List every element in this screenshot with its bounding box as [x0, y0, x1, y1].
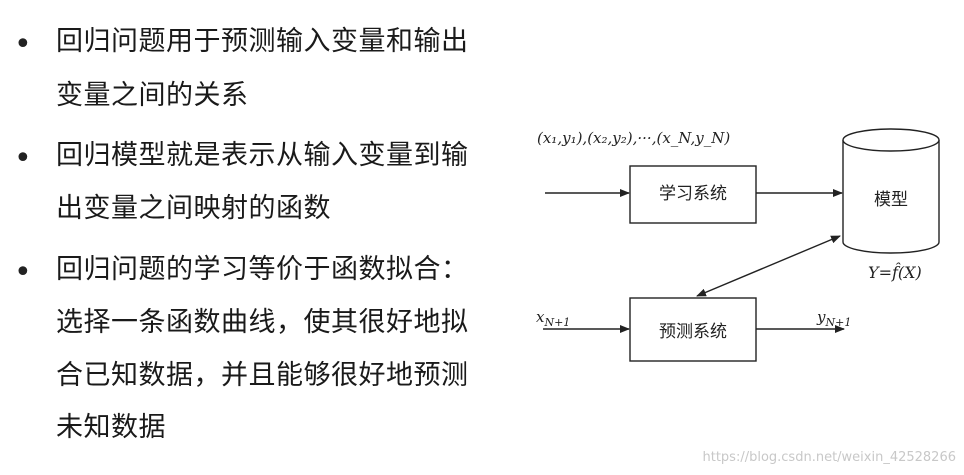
bullet-3-line-3: 合已知数据，并且能够很好地预测 [56, 360, 469, 391]
prediction-system-box [629, 297, 757, 362]
bullet-3-line-2: 选择一条函数曲线，使其很好地拟 [56, 307, 469, 338]
bullet-dot: • [14, 141, 32, 176]
model-label: 模型 [874, 190, 908, 210]
training-data-label: (x₁,y₁),(x₂,y₂),···,(x_N,y_N) [537, 129, 730, 147]
bullet-2-line-2: 出变量之间映射的函数 [56, 193, 331, 224]
bullet-1-line-2: 变量之间的关系 [56, 80, 249, 111]
learning-system-label: 学习系统 [659, 184, 727, 204]
bullet-3-line-1: 回归问题的学习等价于函数拟合： [56, 254, 469, 285]
bullet-dot: • [14, 255, 32, 290]
prediction-system-label: 预测系统 [659, 322, 727, 342]
bullet-3-line-4: 未知数据 [56, 412, 166, 443]
bullet-dot: • [14, 27, 32, 62]
input-label: xN+1 [536, 308, 570, 329]
watermark: https://blog.csdn.net/weixin_42528266 [702, 450, 956, 465]
bullet-1-line-1: 回归问题用于预测输入变量和输出 [56, 26, 469, 57]
bullet-2-line-1: 回归模型就是表示从输入变量到输 [56, 140, 469, 171]
model-prediction-arrow [696, 235, 841, 297]
model-formula: Y=f̂(X) [868, 263, 922, 282]
learning-system-box [629, 165, 757, 224]
model-cylinder [842, 128, 940, 254]
output-label: yN+1 [816, 308, 851, 329]
